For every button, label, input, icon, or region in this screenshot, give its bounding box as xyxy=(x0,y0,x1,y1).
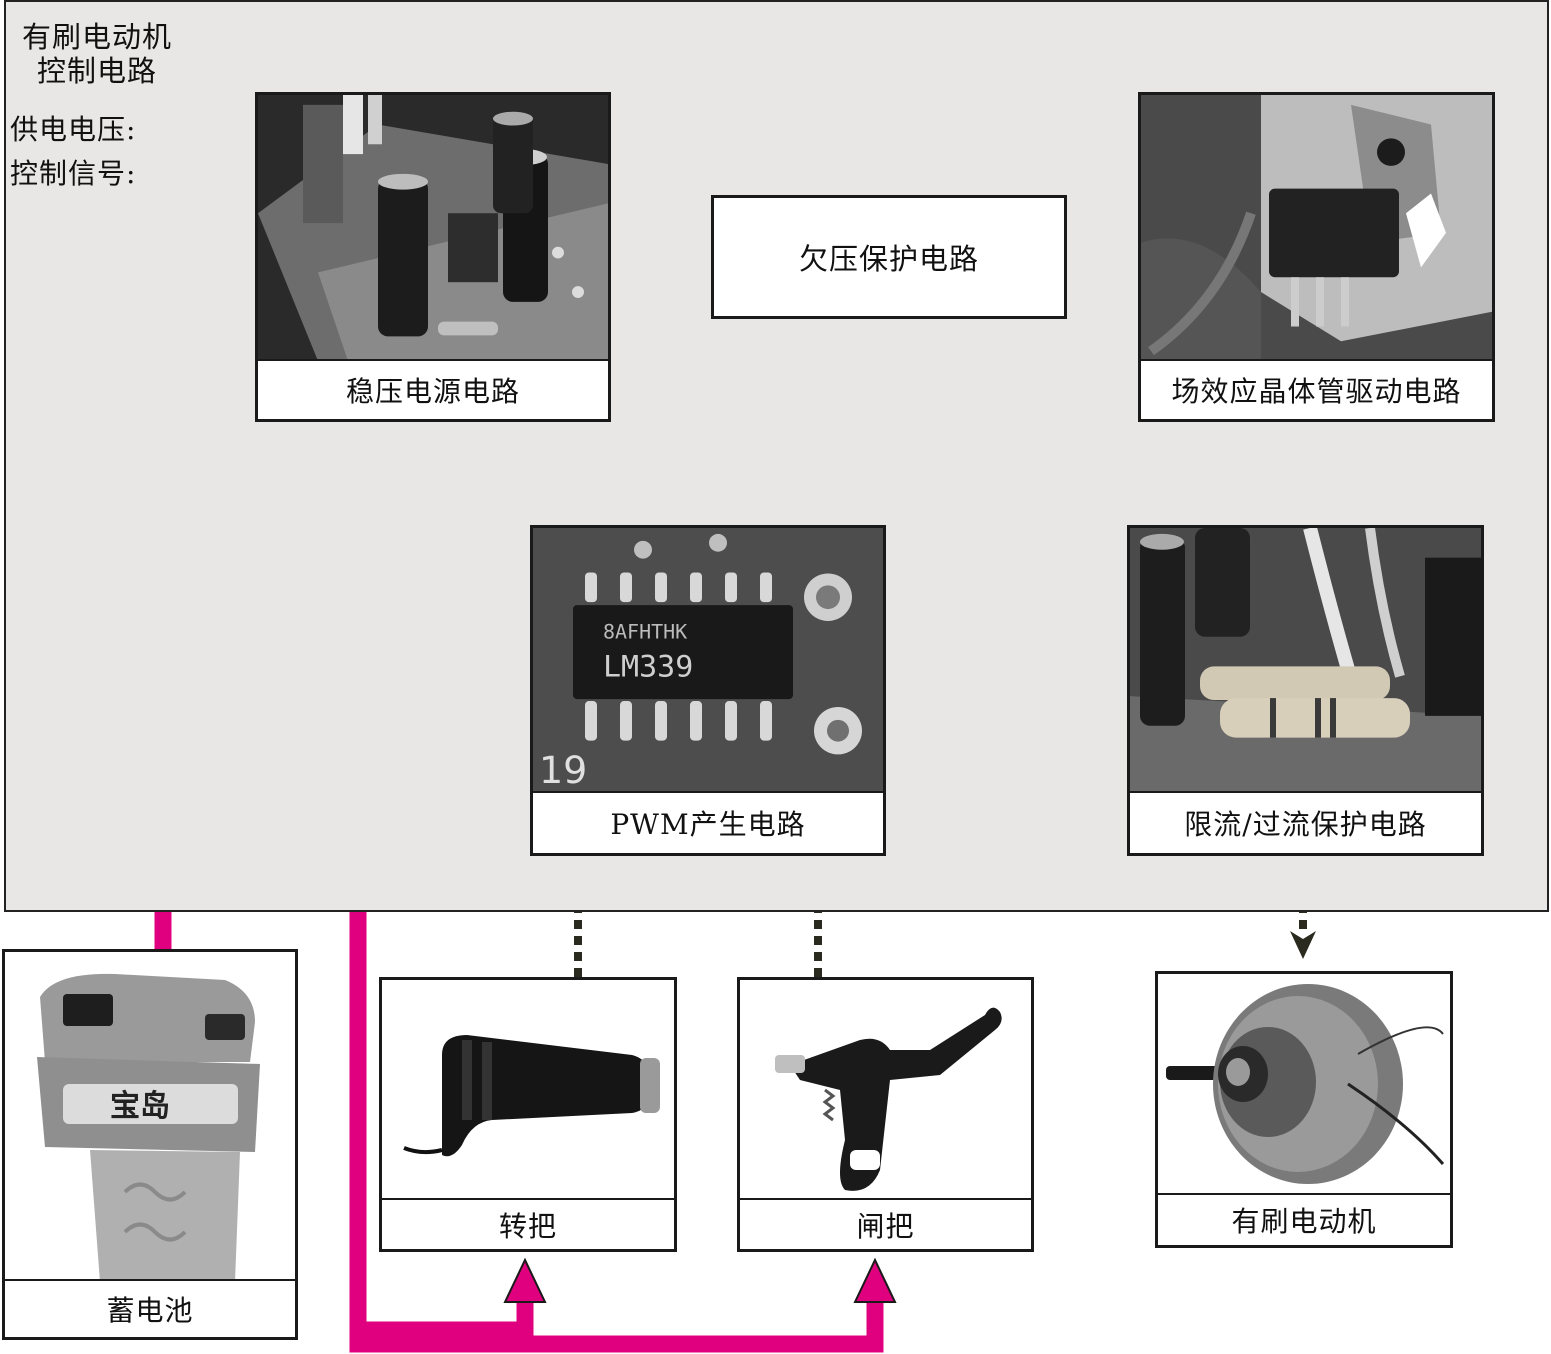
battery-photo: 宝岛 xyxy=(5,952,295,1281)
battery-brand-text: 宝岛 xyxy=(110,1089,170,1124)
control-circuit-title: 有刷电动机 控制电路 xyxy=(22,20,173,88)
regulator-node: 稳压电源电路 xyxy=(255,92,611,422)
arrow-supply-to-throttle-head xyxy=(503,1257,547,1303)
throttle-node: 转把 xyxy=(379,977,677,1252)
brake-node: 闸把 xyxy=(737,977,1034,1252)
brake-label: 闸把 xyxy=(740,1198,1031,1249)
throttle-label: 转把 xyxy=(382,1198,674,1249)
arrow-regulator-to-brake-head xyxy=(853,1257,897,1303)
brake-photo xyxy=(740,980,1031,1200)
undervoltage-label: 欠压保护电路 xyxy=(798,242,979,276)
regulator-photo xyxy=(258,95,608,361)
current-limit-label: 限流/过流保护电路 xyxy=(1130,791,1481,853)
arrow-supply-to-throttle xyxy=(366,1300,534,1339)
battery-label: 蓄电池 xyxy=(5,1279,295,1337)
legend-supply-label: 供电电压: xyxy=(10,113,137,146)
motor-photo xyxy=(1158,974,1450,1195)
pwm-chip-code: 8AFHTHK xyxy=(603,621,687,644)
fet-driver-node: 场效应晶体管驱动电路 xyxy=(1138,92,1495,422)
pwm-node: 8AFHTHK LM339 19 PWM产生电路 xyxy=(530,525,886,856)
current-limit-node: 限流/过流保护电路 xyxy=(1127,525,1484,856)
fet-driver-photo xyxy=(1141,95,1492,361)
motor-node: 有刷电动机 xyxy=(1155,971,1453,1248)
legend-control-label: 控制信号: xyxy=(10,157,137,190)
regulator-label: 稳压电源电路 xyxy=(258,359,608,419)
battery-node: 宝岛 蓄电池 xyxy=(2,949,298,1340)
pwm-photo: 8AFHTHK LM339 19 xyxy=(533,528,883,793)
pwm-board-number: 19 xyxy=(539,748,587,792)
undervoltage-node: 欠压保护电路 xyxy=(711,195,1067,319)
pwm-label: PWM产生电路 xyxy=(533,791,883,853)
fet-driver-label: 场效应晶体管驱动电路 xyxy=(1141,359,1492,419)
throttle-photo xyxy=(382,980,674,1200)
current-limit-photo xyxy=(1130,528,1481,793)
pwm-chip-marking: LM339 xyxy=(603,649,693,684)
motor-label: 有刷电动机 xyxy=(1158,1193,1450,1245)
arrow-current-limit-to-motor-head xyxy=(1290,931,1316,959)
